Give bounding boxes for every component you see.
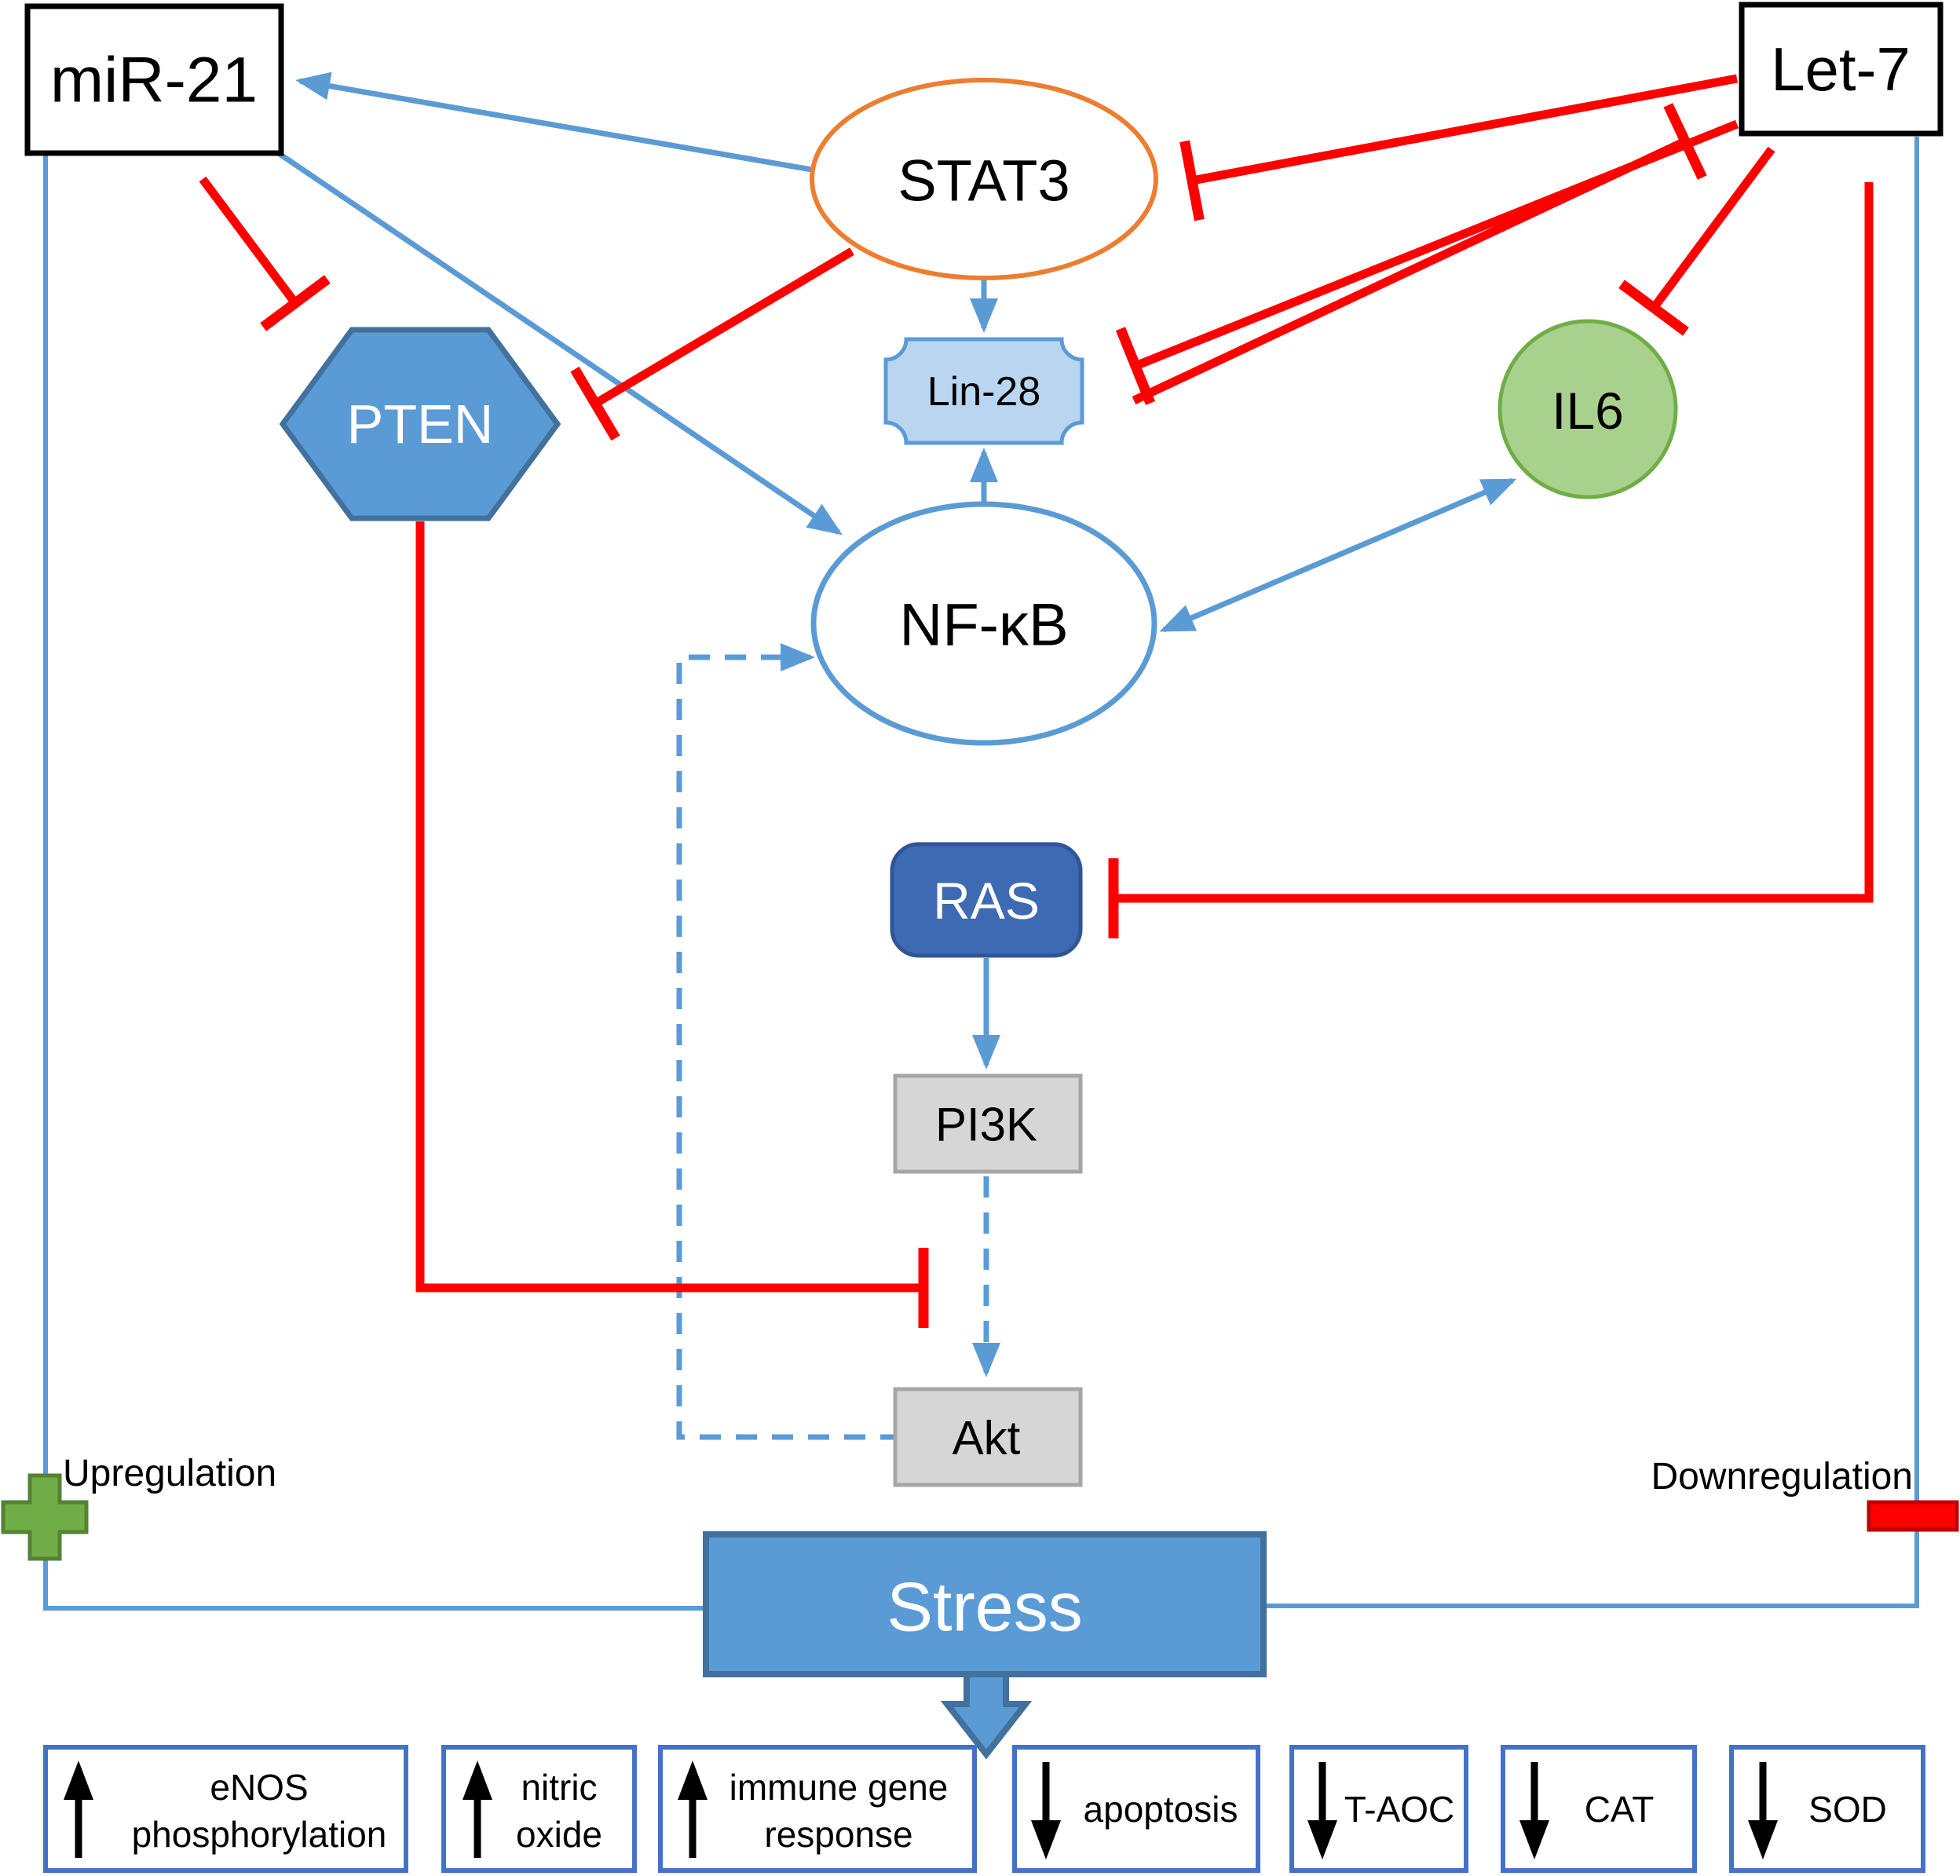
nfkb-ellipse xyxy=(810,501,1157,746)
stress-label: Stress xyxy=(887,1568,1082,1646)
node-lin28: Lin-28 xyxy=(883,337,1084,445)
lin28-plaque xyxy=(883,337,1084,445)
outcome-box xyxy=(43,1745,408,1873)
edge-mir21-to-nfkb xyxy=(273,148,843,536)
down-arrow-icon xyxy=(1519,1762,1549,1860)
nfkb-label: NF-κB xyxy=(899,592,1068,659)
activation-edges xyxy=(43,71,1919,1611)
edge-let7-inhibits-il6 xyxy=(1618,146,1775,336)
downregulation-label: Downregulation xyxy=(1651,1456,1913,1498)
edge-akt-to-nfkb-dashed xyxy=(676,643,901,1440)
stat3-ellipse xyxy=(810,78,1158,280)
pi3k-label: PI3K xyxy=(935,1099,1037,1151)
up-arrow-icon xyxy=(64,1761,93,1858)
outcome-box xyxy=(658,1745,977,1873)
mir21-box xyxy=(24,3,284,156)
edge-let7-inhibits-ras xyxy=(1108,182,1874,938)
pi3k-box xyxy=(893,1073,1083,1174)
akt-box xyxy=(893,1387,1083,1487)
down-arrow-icon xyxy=(1307,1762,1337,1860)
edge-mir21-inhibits-pten xyxy=(199,176,331,331)
node-pi3k: PI3K xyxy=(893,1073,1083,1174)
edge-stress-to-let7 xyxy=(1264,137,1919,1608)
stress-box xyxy=(703,1531,1267,1677)
stat3-label: STAT3 xyxy=(898,148,1070,214)
edge-pten-inhibits-pi3k-akt xyxy=(415,521,929,1328)
edge-nfkb-il6-double-arrow xyxy=(1159,477,1517,633)
node-let7: Let-7 xyxy=(1739,2,1944,137)
il6-label: IL6 xyxy=(1552,382,1624,440)
edge-lin28-inhibits-let7 xyxy=(1132,103,1707,404)
stress-down-arrow-icon xyxy=(940,1671,1033,1760)
down-arrow-icon xyxy=(1748,1762,1778,1860)
outcome-cat: CAT xyxy=(1501,1745,1697,1873)
ras-box xyxy=(890,842,1083,958)
pten-hexagon xyxy=(279,327,561,521)
akt-label: Akt xyxy=(953,1412,1021,1465)
up-arrow-icon xyxy=(463,1761,492,1858)
inhibition-edges xyxy=(199,74,1874,1328)
down-arrow-icon xyxy=(1031,1762,1061,1860)
let7-box xyxy=(1739,2,1944,137)
il6-circle xyxy=(1497,319,1678,499)
node-akt: Akt xyxy=(893,1387,1083,1487)
node-il6: IL6 xyxy=(1497,319,1678,499)
outcome-label: immune gene xyxy=(730,1767,949,1808)
outcome-t-aoc: T-AOC xyxy=(1289,1745,1468,1873)
node-pten: PTEN xyxy=(279,327,561,521)
outcome-sod: SOD xyxy=(1729,1745,1925,1873)
edge-let7-inhibits-stat3 xyxy=(1179,74,1739,221)
red-bar-icon xyxy=(1867,1500,1959,1532)
outcome-label: nitric xyxy=(521,1767,597,1808)
outcome-nitric-oxide: nitric oxide xyxy=(441,1745,637,1873)
outcome-label: T-AOC xyxy=(1344,1789,1455,1830)
upregulation-label: Upregulation xyxy=(63,1453,276,1494)
outcome-immune-gene-response: immune gene response xyxy=(658,1745,977,1873)
lin28-label: Lin-28 xyxy=(927,369,1041,415)
node-ras: RAS xyxy=(890,842,1083,958)
outcome-label: SOD xyxy=(1808,1789,1887,1830)
outcome-label: CAT xyxy=(1585,1789,1655,1830)
outcome-label: response xyxy=(764,1814,912,1855)
up-arrow-icon xyxy=(678,1761,708,1858)
pten-label: PTEN xyxy=(347,393,494,455)
outcome-enos-phosphorylation: eNOS phosphorylation xyxy=(43,1745,408,1873)
let7-label: Let-7 xyxy=(1771,35,1911,104)
edge-stress-to-mir21 xyxy=(43,155,708,1611)
node-stress: Stress xyxy=(703,1531,1267,1760)
plus-icon xyxy=(1,1473,89,1561)
node-nfkb: NF-κB xyxy=(810,501,1157,746)
legend-downregulation: Downregulation xyxy=(1651,1456,1959,1532)
outcome-label: apoptosis xyxy=(1084,1789,1238,1830)
ras-label: RAS xyxy=(933,872,1040,930)
node-mir21: miR-21 xyxy=(24,3,284,156)
outcome-label: oxide xyxy=(516,1814,602,1855)
edge-stat3-inhibits-pten xyxy=(570,247,854,441)
outcome-box xyxy=(1012,1745,1260,1873)
node-stat3: STAT3 xyxy=(810,78,1158,280)
outcome-apoptosis: apoptosis xyxy=(1012,1745,1260,1873)
mir21-label: miR-21 xyxy=(50,45,258,116)
edge-stat3-to-mir21 xyxy=(295,71,821,174)
outcome-label: eNOS xyxy=(210,1767,308,1808)
outcome-label: phosphorylation xyxy=(132,1814,387,1855)
legend-upregulation: Upregulation xyxy=(1,1453,276,1561)
